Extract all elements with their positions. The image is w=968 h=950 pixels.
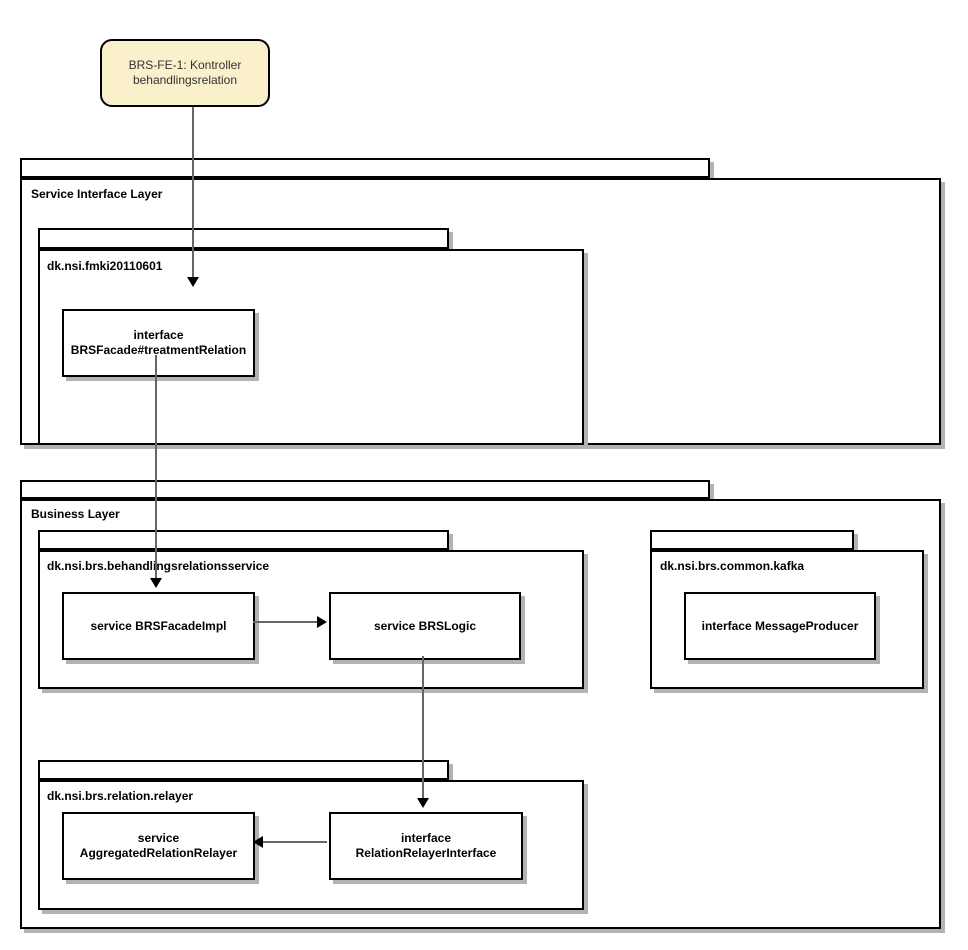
node-service-brslogic: service BRSLogic [329, 592, 521, 660]
connector-brslogic-to-relationrelayerinterface-line [422, 656, 424, 798]
arrowhead-down-icon [187, 277, 199, 287]
package-tab-behandlingsrelationsservice [38, 530, 449, 550]
node-label-brslogic: service BRSLogic [373, 618, 477, 633]
arrowhead-down-icon [150, 578, 162, 588]
connector-actor-to-brsfacade-line [192, 107, 194, 277]
arrowhead-down-icon [417, 798, 429, 808]
connector-brsfacade-to-brsfacadeimpl-line [155, 355, 157, 578]
package-label-behandlingsrelationsservice: dk.nsi.brs.behandlingsrelationsservice [47, 559, 270, 573]
connector-relationrelayerinterface-to-aggregatedrelationrelayer-line [263, 841, 327, 843]
node-interface-relationrelayerinterface: interface RelationRelayerInterface [329, 812, 523, 880]
node-label-aggregatedrelationrelayer: service AggregatedRelationRelayer [79, 831, 238, 860]
package-label-service-interface-layer: Service Interface Layer [31, 187, 163, 201]
node-label-messageproducer: interface MessageProducer [701, 618, 859, 633]
node-label-brsfacadeimpl: service BRSFacadeImpl [90, 618, 227, 633]
connector-brsfacadeimpl-to-brslogic-line [253, 621, 317, 623]
package-behandlingsrelationsservice: dk.nsi.brs.behandlingsrelationsservice s… [38, 530, 584, 689]
node-interface-brsfacade-treatmentrelation: interface BRSFacade#treatmentRelation [62, 309, 255, 377]
package-body-behandlingsrelationsservice: dk.nsi.brs.behandlingsrelationsservice s… [38, 550, 584, 689]
package-body-fmki20110601: dk.nsi.fmki20110601 interface BRSFacade#… [38, 249, 584, 445]
node-service-aggregatedrelationrelayer: service AggregatedRelationRelayer [62, 812, 255, 880]
package-tab-business-layer [20, 480, 710, 499]
node-label-brsfacade-treatmentrelation: interface BRSFacade#treatmentRelation [70, 328, 247, 357]
node-service-brsfacadeimpl: service BRSFacadeImpl [62, 592, 255, 660]
package-tab-common-kafka [650, 530, 854, 550]
package-relation-relayer: dk.nsi.brs.relation.relayer service Aggr… [38, 760, 584, 910]
package-body-business-layer: Business Layer dk.nsi.brs.behandlingsrel… [20, 499, 941, 929]
package-business-layer: Business Layer dk.nsi.brs.behandlingsrel… [20, 480, 941, 929]
package-label-fmki20110601: dk.nsi.fmki20110601 [47, 259, 163, 273]
package-label-business-layer: Business Layer [31, 507, 120, 521]
package-label-common-kafka: dk.nsi.brs.common.kafka [660, 559, 805, 573]
package-tab-relation-relayer [38, 760, 449, 780]
package-body-relation-relayer: dk.nsi.brs.relation.relayer service Aggr… [38, 780, 584, 910]
node-label-relationrelayerinterface: interface RelationRelayerInterface [355, 831, 497, 860]
package-body-service-interface-layer: Service Interface Layer dk.nsi.fmki20110… [20, 178, 941, 445]
arrowhead-left-icon [253, 836, 263, 848]
package-tab-fmki20110601 [38, 228, 449, 249]
node-interface-messageproducer: interface MessageProducer [684, 592, 876, 660]
package-common-kafka: dk.nsi.brs.common.kafka interface Messag… [650, 530, 924, 689]
package-tab-service-interface-layer [20, 158, 710, 178]
actor-label: BRS-FE-1: Kontroller behandlingsrelation [128, 58, 242, 87]
package-body-common-kafka: dk.nsi.brs.common.kafka interface Messag… [650, 550, 924, 689]
package-service-interface-layer: Service Interface Layer dk.nsi.fmki20110… [20, 158, 941, 445]
package-label-relation-relayer: dk.nsi.brs.relation.relayer [47, 789, 194, 803]
actor-node-brs-fe-1: BRS-FE-1: Kontroller behandlingsrelation [100, 39, 270, 107]
arrowhead-right-icon [317, 616, 327, 628]
package-fmki20110601: dk.nsi.fmki20110601 interface BRSFacade#… [38, 228, 584, 445]
